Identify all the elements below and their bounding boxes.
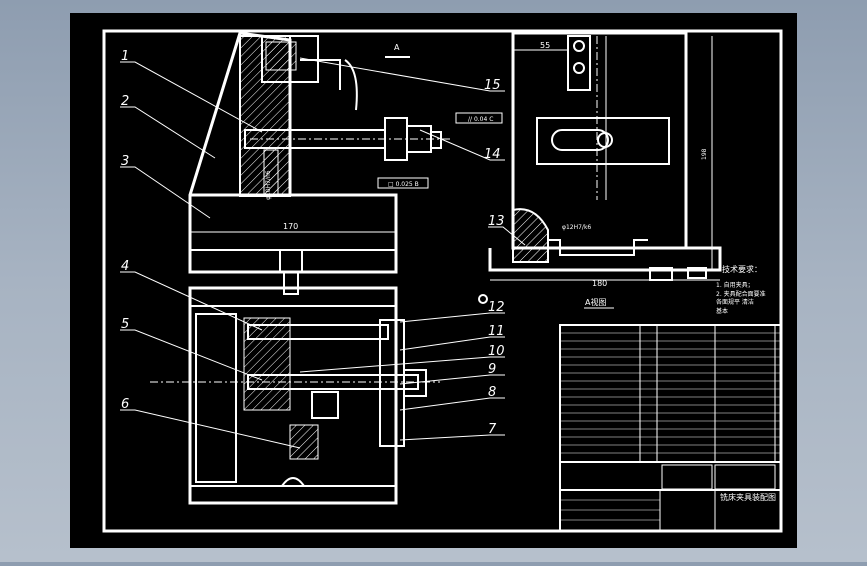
fit-note-vertical: φ10H7/n6 (265, 170, 272, 200)
part-number-labels: 1 2 3 4 5 6 7 8 9 10 11 12 13 14 15 (121, 49, 505, 437)
part-label-6: 6 (121, 397, 129, 412)
parts-list (559, 324, 782, 532)
drawing-border (102, 29, 783, 533)
part-label-13: 13 (488, 214, 505, 229)
part-label-12: 12 (488, 300, 505, 315)
part-label-5: 5 (121, 317, 129, 332)
front-view (188, 31, 503, 295)
tech-requirements: 技术要求： 1. 自用夹具； 2. 夹具配合面要准 各面规平 清洁 基本 (716, 264, 766, 315)
part-label-10: 10 (488, 344, 505, 359)
tol-frame-1: // 0.04 C (468, 116, 493, 123)
dim-180: 180 (592, 279, 607, 288)
plan-view (150, 286, 440, 505)
part-label-3: 3 (121, 154, 129, 169)
part-label-11: 11 (488, 324, 505, 339)
svg-text:各面规平 清洁: 各面规平 清洁 (716, 298, 754, 306)
title-block-name: 铣床夹具装配图 (720, 492, 776, 502)
tol-frame-2: □ 0.025 B (388, 181, 419, 188)
part-label-15: 15 (484, 78, 501, 93)
fit-note-a: φ12H7/k6 (562, 224, 591, 231)
a-view (478, 31, 722, 304)
a-view-label: A视图 (585, 297, 606, 307)
leader-lines (120, 57, 526, 449)
view-title-a: A (394, 43, 400, 52)
parts-list-rows (560, 332, 781, 521)
dim-55: 55 (540, 41, 550, 50)
svg-text:技术要求：: 技术要求： (722, 264, 762, 274)
dim-170: 170 (283, 222, 298, 231)
part-label-7: 7 (488, 422, 497, 437)
part-label-8: 8 (488, 385, 496, 400)
part-label-1: 1 (121, 49, 129, 64)
svg-text:2. 夹具配合面要准: 2. 夹具配合面要准 (716, 290, 766, 298)
part-label-4: 4 (121, 259, 129, 274)
dim-vertical: 198 (701, 148, 708, 160)
part-label-14: 14 (484, 147, 501, 162)
part-label-2: 2 (121, 94, 129, 109)
part-label-9: 9 (488, 362, 496, 377)
svg-text:1. 自用夹具；: 1. 自用夹具； (716, 281, 754, 289)
svg-text:基本: 基本 (716, 307, 728, 315)
